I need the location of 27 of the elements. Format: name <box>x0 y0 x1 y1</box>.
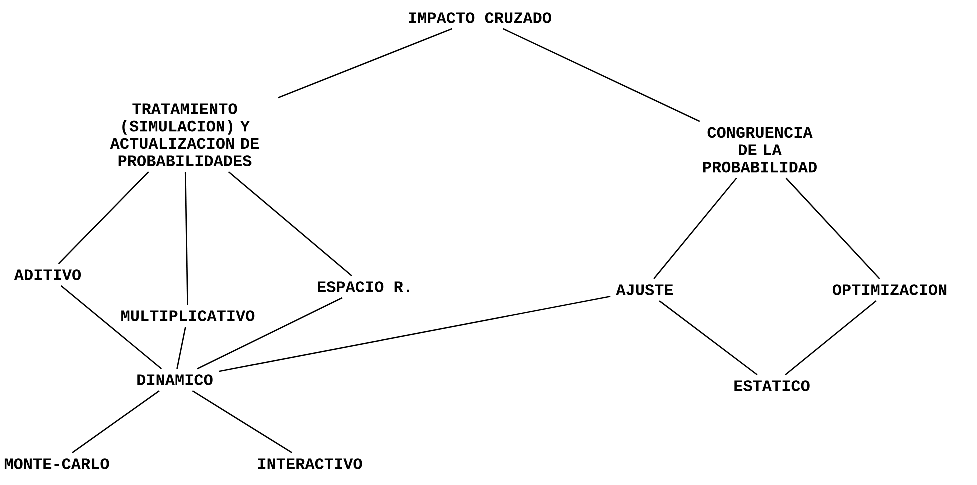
connector-line <box>218 296 611 372</box>
node-text: ESTATICO <box>734 380 810 392</box>
connector-line <box>58 172 150 264</box>
connector-line <box>654 178 738 280</box>
connector-line <box>176 326 186 370</box>
node-text: MONTE-CARLO <box>4 458 110 470</box>
node-text: DINAMICO <box>138 374 213 386</box>
connector-line <box>785 300 877 376</box>
connector-line <box>659 300 758 376</box>
connector-line <box>197 297 343 370</box>
connector-line <box>278 28 452 99</box>
connector-line <box>184 172 188 305</box>
node-text: AJUSTE <box>616 284 674 296</box>
node-text: ESPACIO R. <box>318 282 410 292</box>
node-text: ADITIVO <box>14 270 82 280</box>
node-text: CONGRUENCIA DE LA PROBABILIDAD <box>703 127 817 173</box>
node-text: INTERACTIVO <box>258 458 362 470</box>
connector-line <box>503 28 700 122</box>
node-text: IMPACTO CRUZADO <box>409 12 552 24</box>
node-text: MULTIPLICATIVO <box>122 310 255 322</box>
connector-line <box>786 178 880 280</box>
node-text: OPTIMIZACION <box>832 284 947 296</box>
connector-line <box>72 390 160 454</box>
connector-line <box>60 286 162 370</box>
connector-line <box>192 390 293 454</box>
node-text: TRATAMIENTO (SIMULACION) Y ACTUALIZACION DE PROBABILIDADES <box>110 104 259 166</box>
connector-line <box>228 172 352 276</box>
